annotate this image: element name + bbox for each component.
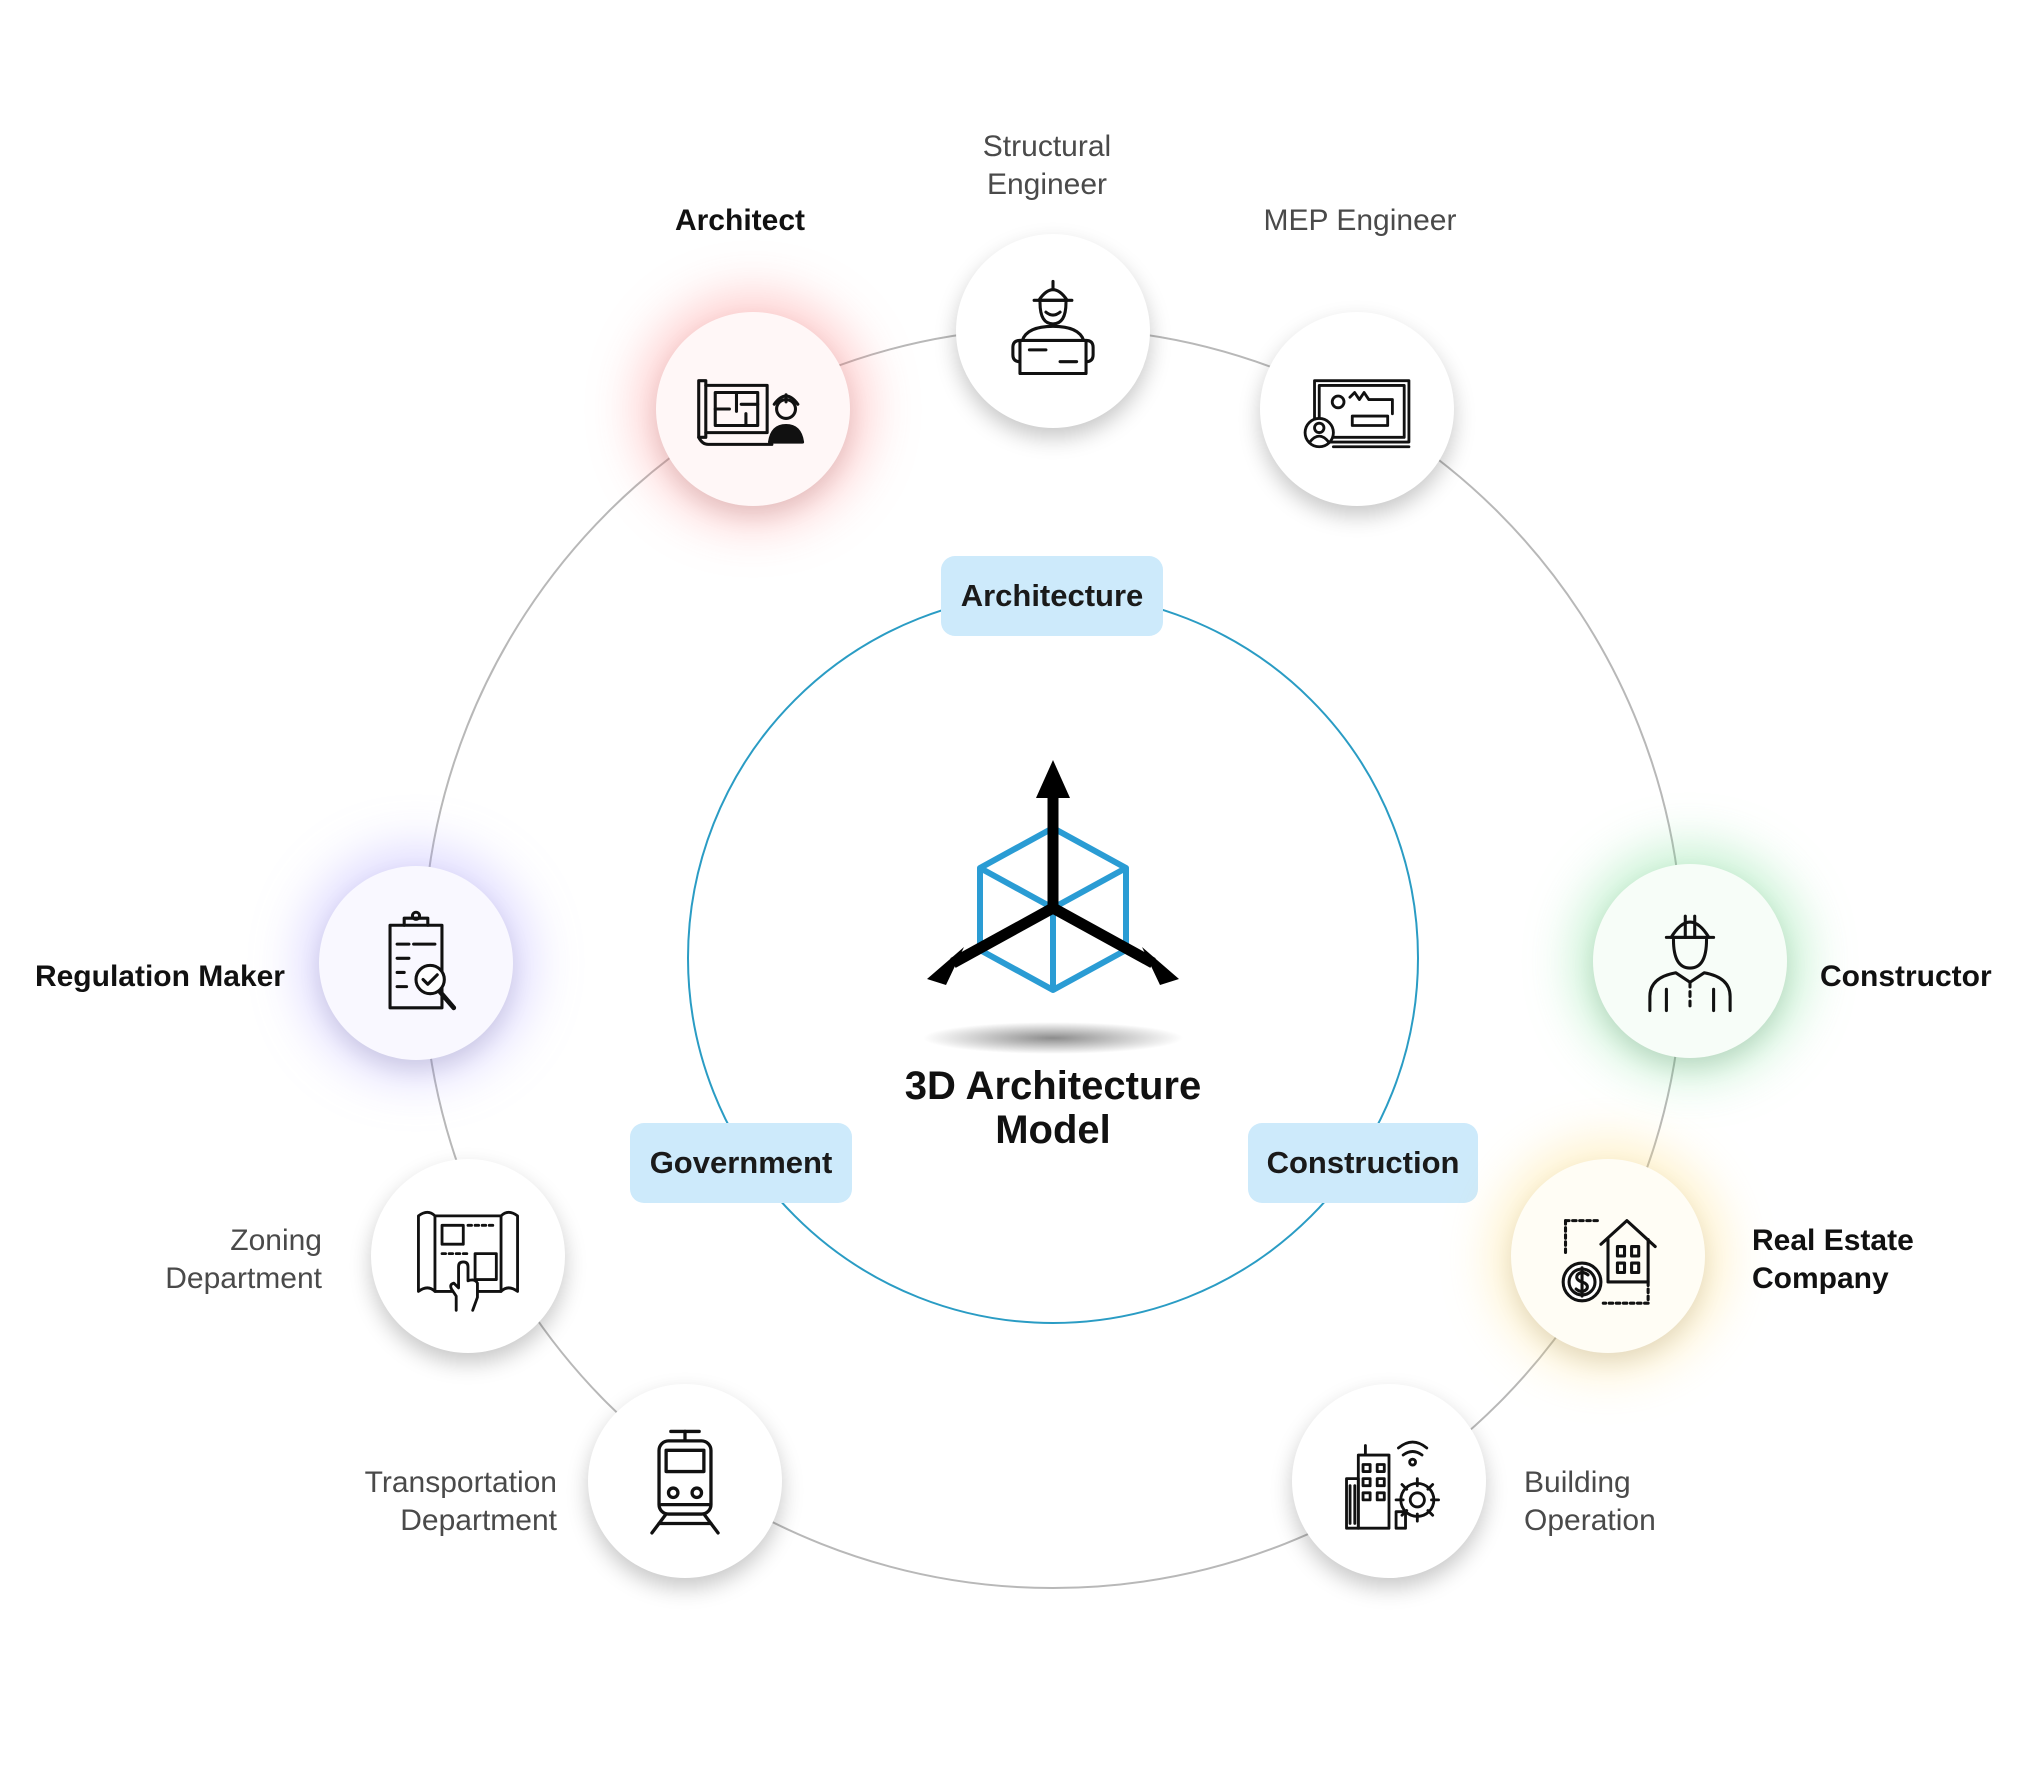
label-real-estate-company: Real Estate Company (1752, 1224, 1914, 1295)
node-mep-engineer (1260, 312, 1454, 506)
label-building-operation: Building Operation (1524, 1466, 1656, 1537)
real-estate-icon (1561, 1219, 1657, 1305)
category-label: Government (649, 1145, 833, 1180)
mep-monitor-icon (1303, 379, 1411, 449)
clipboard-search-icon (388, 910, 457, 1011)
train-icon (650, 1429, 720, 1535)
category-label: Architecture (960, 578, 1144, 613)
node-regulation-maker (319, 866, 513, 1060)
label-zoning-department: Zoning Department (165, 1224, 322, 1295)
center-title-line1: 3D Architecture (904, 1064, 1202, 1108)
category-label: Construction (1266, 1145, 1460, 1180)
category-government: Government (630, 1123, 852, 1203)
construction-worker-icon (1648, 914, 1732, 1013)
node-building-operation (1292, 1384, 1486, 1578)
node-structural-engineer (956, 234, 1150, 428)
label-structural-engineer: Structural Engineer (982, 130, 1112, 201)
label-constructor: Constructor (1820, 960, 1992, 993)
zoning-map-icon (417, 1210, 519, 1312)
center-title-line2: Model (995, 1108, 1111, 1152)
node-constructor (1593, 864, 1787, 1058)
node-real-estate-company (1511, 1159, 1705, 1353)
label-regulation-maker: Regulation Maker (34, 960, 285, 993)
blueprint-architect-icon (697, 379, 805, 446)
node-zoning-department (371, 1159, 565, 1353)
category-construction: Construction (1248, 1123, 1478, 1203)
label-transportation-department: Transportation Department (364, 1466, 557, 1537)
node-architect (656, 312, 850, 506)
3d-cube-axes-icon (923, 760, 1183, 1054)
label-architect: Architect (674, 204, 806, 237)
center-title: 3D Architecture Model (853, 1064, 1253, 1152)
engineer-blueprint-icon (1011, 279, 1095, 376)
smart-building-icon (1345, 1440, 1440, 1530)
node-transportation-department (588, 1384, 782, 1578)
category-architecture: Architecture (941, 556, 1163, 636)
label-mep-engineer: MEP Engineer (1263, 204, 1457, 237)
